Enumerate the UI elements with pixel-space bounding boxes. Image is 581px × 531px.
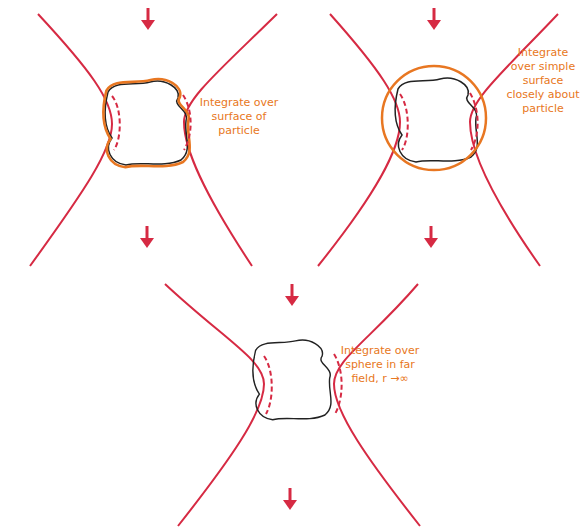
annotation-note: Integrate over surface of particle (196, 96, 282, 138)
annotation-note: Integrate over simple surface closely ab… (504, 46, 581, 116)
panel-far-field (165, 284, 420, 526)
annotation-note: Integrate over sphere in far field, r →∞ (340, 344, 420, 386)
